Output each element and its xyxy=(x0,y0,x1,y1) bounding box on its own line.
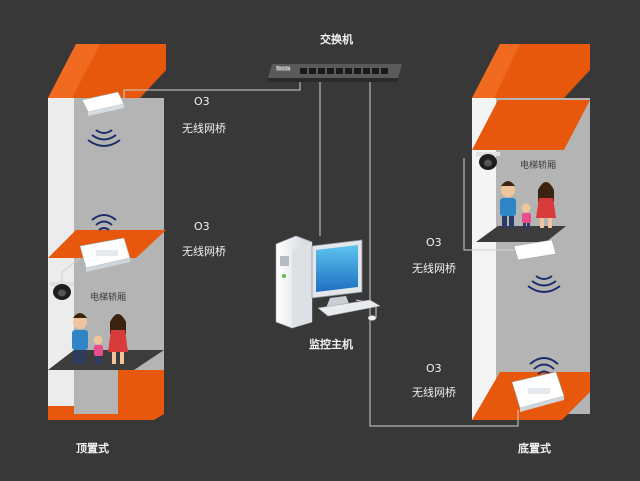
right-car-bridge-model: O3 xyxy=(426,236,442,249)
switch-brand-label: Tenda xyxy=(276,66,291,72)
left-family-icon xyxy=(72,313,128,364)
left-car-bridge-model: O3 xyxy=(194,220,210,233)
right-elevator-car-label: 电梯轿厢 xyxy=(520,161,557,171)
right-camera-icon xyxy=(476,152,500,170)
left-car-bridge-name: 无线网桥 xyxy=(182,245,226,258)
right-bottom-bridge-name: 无线网桥 xyxy=(412,386,456,399)
left-top-bridge-model: O3 xyxy=(194,95,210,108)
right-car-bridge-device xyxy=(513,239,557,261)
left-camera-icon xyxy=(50,282,74,300)
right-car-bridge-name: 无线网桥 xyxy=(412,262,456,275)
monitor-host-computer-icon xyxy=(275,235,381,329)
left-top-signal-icon xyxy=(87,129,121,147)
left-top-bridge-name: 无线网桥 xyxy=(182,122,226,135)
left-car-signal-icon xyxy=(91,214,117,231)
right-bottom-signal-icon xyxy=(529,357,559,375)
right-car-signal-icon xyxy=(527,275,561,293)
right-bottom-bridge-device xyxy=(511,371,565,412)
left-car-bridge-device xyxy=(79,237,131,272)
right-bottom-bridge-model: O3 xyxy=(426,362,442,375)
switch-device-icon xyxy=(268,64,402,82)
left-elevator-shaft xyxy=(48,44,166,420)
right-elevator-shaft xyxy=(463,44,590,420)
monitor-host-label: 监控主机 xyxy=(309,338,353,351)
left-elevator-car-label: 电梯轿厢 xyxy=(90,293,127,303)
bottom-mount-label: 底置式 xyxy=(518,442,551,455)
switch-label: 交换机 xyxy=(320,33,353,46)
top-mount-label: 顶置式 xyxy=(76,442,109,455)
right-family-icon xyxy=(500,181,556,229)
left-top-bridge-device xyxy=(81,91,125,116)
